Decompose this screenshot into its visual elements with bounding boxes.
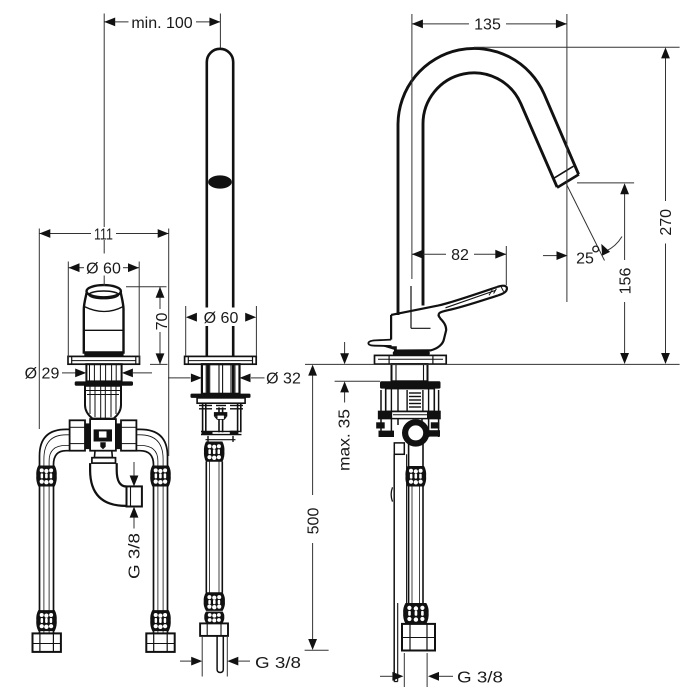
svg-text:82: 82 bbox=[451, 247, 469, 264]
svg-text:156: 156 bbox=[617, 268, 634, 295]
svg-text:Ø 60: Ø 60 bbox=[204, 310, 239, 327]
svg-text:G 3/8: G 3/8 bbox=[127, 533, 144, 579]
svg-text:max. 35: max. 35 bbox=[336, 409, 353, 471]
svg-text:Ø 32: Ø 32 bbox=[266, 371, 301, 388]
svg-text:25: 25 bbox=[576, 250, 594, 267]
svg-text:70: 70 bbox=[154, 313, 171, 331]
svg-text:min. 100: min. 100 bbox=[131, 15, 192, 32]
svg-text:135: 135 bbox=[474, 17, 501, 34]
svg-text:111: 111 bbox=[94, 226, 113, 243]
svg-text:Ø 29: Ø 29 bbox=[25, 366, 60, 383]
svg-text:G 3/8: G 3/8 bbox=[255, 655, 301, 672]
svg-text:G 3/8: G 3/8 bbox=[457, 669, 503, 686]
svg-text:500: 500 bbox=[305, 508, 322, 535]
svg-text:Ø 60: Ø 60 bbox=[86, 261, 121, 278]
svg-text:270: 270 bbox=[658, 209, 675, 236]
